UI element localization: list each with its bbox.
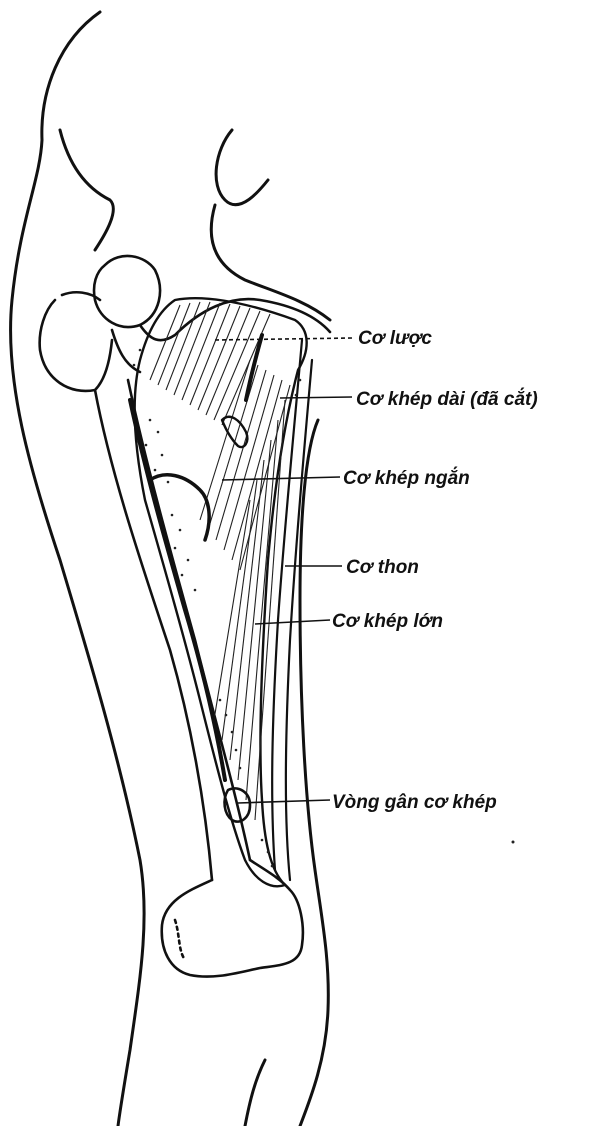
- leader-adductor-brevis: [222, 477, 340, 480]
- label-adductor-brevis: Cơ khép ngắn: [343, 467, 470, 489]
- label-adductor-magnus: Cơ khép lớn: [332, 611, 443, 632]
- stray-dot: [512, 841, 515, 844]
- hip-bone: [94, 256, 330, 372]
- label-gracilis: Cơ thon: [346, 557, 419, 578]
- label-pectineus: Cơ lược: [358, 328, 432, 349]
- label-adductor-hiatus: Vòng gân cơ khép: [332, 792, 497, 813]
- label-adductor-longus: Cơ khép dài (đã cắt): [356, 388, 538, 410]
- leader-adductor-hiatus: [238, 800, 330, 803]
- leader-adductor-longus: [280, 397, 352, 398]
- leader-adductor-magnus: [255, 620, 330, 624]
- adductor-muscles: [130, 298, 312, 886]
- leader-pectineus: [215, 338, 352, 340]
